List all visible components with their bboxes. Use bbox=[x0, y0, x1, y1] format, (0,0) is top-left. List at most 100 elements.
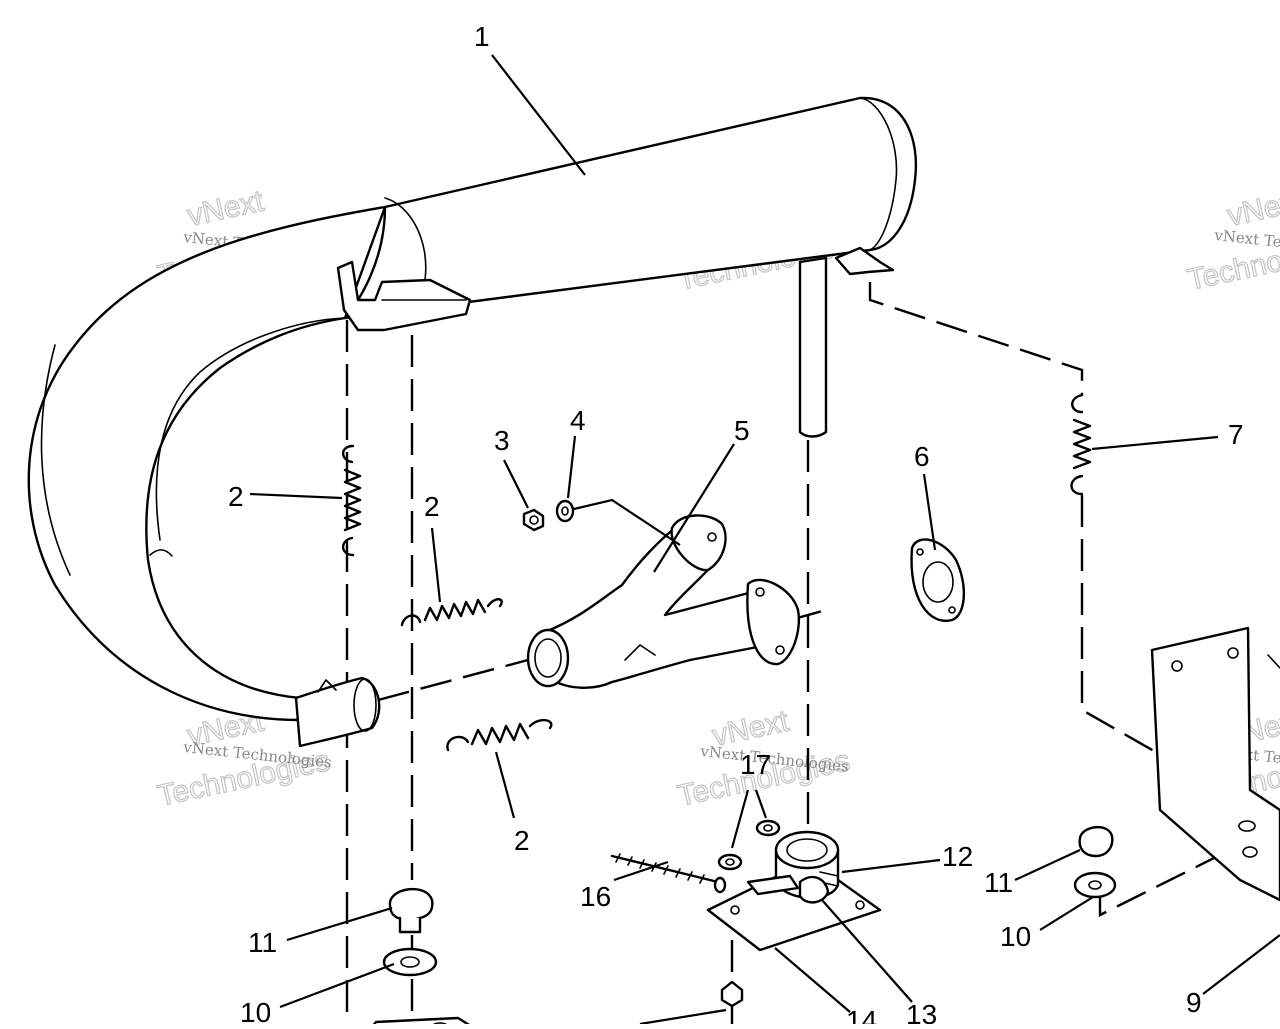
sensor-clip bbox=[746, 874, 800, 896]
callout-labels: 1 2 2 2 3 4 5 6 7 9 10 10 11 11 12 13 14… bbox=[228, 21, 1244, 1029]
flange-nut-hole bbox=[725, 858, 735, 866]
tail-pipe bbox=[798, 256, 828, 438]
spring-left-vertical bbox=[341, 444, 362, 557]
callout-10a: 10 bbox=[240, 997, 271, 1024]
callout-6: 6 bbox=[914, 441, 930, 472]
manifold-body bbox=[543, 516, 779, 689]
grommet-right bbox=[1078, 826, 1114, 858]
washer-small bbox=[555, 499, 575, 523]
bracket-edge bbox=[1267, 654, 1280, 669]
nut-hole bbox=[529, 515, 539, 525]
nut-body bbox=[522, 508, 545, 532]
callout-1: 1 bbox=[474, 21, 490, 52]
watermark-brand: vNext bbox=[185, 184, 268, 232]
spring-hook-top bbox=[341, 444, 355, 464]
bracket-hole bbox=[1242, 846, 1258, 858]
leader-13 bbox=[821, 899, 913, 1003]
gasket bbox=[910, 538, 966, 623]
gasket-outline bbox=[910, 538, 966, 623]
flange-bolt-hole bbox=[707, 532, 717, 542]
washer-inner bbox=[561, 506, 569, 516]
head-pipe bbox=[27, 205, 387, 722]
pipe-outlet-collar bbox=[294, 676, 381, 748]
washer-right bbox=[1073, 871, 1117, 899]
callout-2c: 2 bbox=[514, 825, 530, 856]
leader-16 bbox=[613, 860, 669, 882]
nut bbox=[522, 508, 545, 532]
flange-nut-left bbox=[717, 853, 743, 871]
manifold-detail bbox=[624, 644, 656, 661]
assembly-lines bbox=[345, 282, 1241, 1024]
grommet-stem bbox=[398, 916, 422, 934]
washer-left bbox=[382, 947, 438, 977]
leader-5 bbox=[653, 443, 735, 573]
spring-right bbox=[1070, 393, 1092, 496]
flange-socket-bore bbox=[786, 838, 828, 862]
spring-tab bbox=[834, 246, 895, 276]
washer-inner bbox=[1088, 880, 1102, 890]
gasket-hole bbox=[922, 561, 954, 603]
washer-outer bbox=[555, 499, 575, 523]
spring-hook-bottom bbox=[1070, 474, 1084, 496]
callout-2a: 2 bbox=[228, 481, 244, 512]
flange-nut-top bbox=[755, 819, 781, 837]
spring-hook-right bbox=[486, 598, 503, 608]
mount-base-left bbox=[368, 1016, 476, 1029]
head-pipe-crease bbox=[149, 549, 173, 557]
spring-hook-left bbox=[446, 735, 470, 752]
leader-2a bbox=[249, 492, 343, 500]
leader-10a bbox=[279, 962, 395, 1009]
grommet-dome bbox=[388, 887, 434, 922]
spring-center-diagonal bbox=[400, 598, 503, 627]
muffler-assembly bbox=[27, 96, 918, 748]
bolt-head bbox=[720, 980, 744, 1008]
leader-4 bbox=[566, 435, 577, 499]
muffler-end-cap bbox=[859, 97, 898, 251]
spring-coil bbox=[470, 722, 530, 746]
watermark-top-right: vNext Technologies vNext Technologies bbox=[1184, 184, 1280, 298]
bracket-plate bbox=[1150, 626, 1280, 902]
spring-coil bbox=[1072, 418, 1092, 470]
leader-14 bbox=[774, 947, 851, 1013]
callout-9: 9 bbox=[1186, 987, 1202, 1018]
callout-5: 5 bbox=[734, 415, 750, 446]
leader-4-to-5 bbox=[573, 498, 681, 546]
spring-hook-bottom bbox=[341, 536, 355, 557]
sensor-fitting bbox=[798, 875, 830, 904]
manifold-inlet-rim bbox=[534, 638, 562, 678]
leader-10b bbox=[1039, 896, 1094, 931]
leader-6 bbox=[922, 473, 937, 551]
pipe-outlet-rim bbox=[353, 678, 377, 732]
callout-11b: 11 bbox=[984, 867, 1013, 898]
manifold-lower-flange bbox=[746, 578, 801, 666]
spring-hook-left bbox=[400, 614, 422, 627]
dashed-line-grommet-to-bracket bbox=[1098, 843, 1241, 917]
head-pipe-inner-line bbox=[155, 317, 346, 541]
leader-bolt bbox=[639, 1008, 727, 1026]
flange-bolt-hole bbox=[775, 645, 785, 655]
dashed-line-right-upper bbox=[868, 282, 1084, 395]
callout-4: 4 bbox=[570, 405, 586, 436]
rod-end bbox=[713, 876, 727, 894]
washer-outer bbox=[1073, 871, 1117, 899]
flange-nut-hole bbox=[763, 824, 773, 832]
callout-3: 3 bbox=[494, 425, 510, 456]
spring-coil bbox=[423, 598, 487, 622]
flange-plate-hole bbox=[855, 900, 865, 910]
leader-12 bbox=[841, 858, 941, 874]
head-pipe-shade bbox=[40, 344, 71, 576]
grommet-left bbox=[388, 887, 434, 934]
exhaust-flange-assembly bbox=[610, 819, 882, 1026]
flange-plate-hole bbox=[730, 905, 740, 915]
leader-9 bbox=[1202, 934, 1280, 995]
callout-2b: 2 bbox=[424, 491, 440, 522]
manifold-inlet-collar bbox=[526, 628, 570, 688]
bracket-hole bbox=[1238, 820, 1256, 832]
leader-17a bbox=[730, 789, 750, 849]
mount-bracket-right bbox=[1150, 626, 1280, 902]
muffler-body bbox=[343, 96, 918, 320]
flange-socket-top bbox=[774, 830, 840, 870]
spring-hook-top bbox=[1071, 393, 1084, 414]
muffler-mount-bracket bbox=[336, 260, 472, 332]
